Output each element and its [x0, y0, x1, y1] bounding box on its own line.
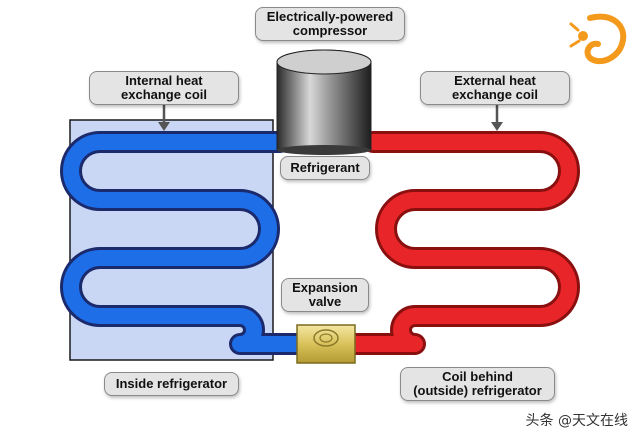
brand-logo — [569, 13, 627, 65]
coil-behind-label: Coil behind (outside) refrigerator — [400, 367, 555, 401]
expansion-valve-label: Expansion valve — [281, 278, 369, 312]
watermark-text: 头条 @天文在线 — [525, 413, 628, 429]
external-coil-arrow — [491, 104, 503, 131]
compressor — [276, 49, 372, 155]
inside-refrigerator-label: Inside refrigerator — [104, 372, 239, 396]
expansion-valve — [296, 324, 356, 364]
external-coil-label: External heat exchange coil — [420, 71, 570, 105]
refrigerant-label: Refrigerant — [280, 156, 370, 180]
internal-coil-label: Internal heat exchange coil — [89, 71, 239, 105]
compressor-label: Electrically-powered compressor — [255, 7, 405, 41]
internal-coil-arrow — [158, 104, 170, 131]
